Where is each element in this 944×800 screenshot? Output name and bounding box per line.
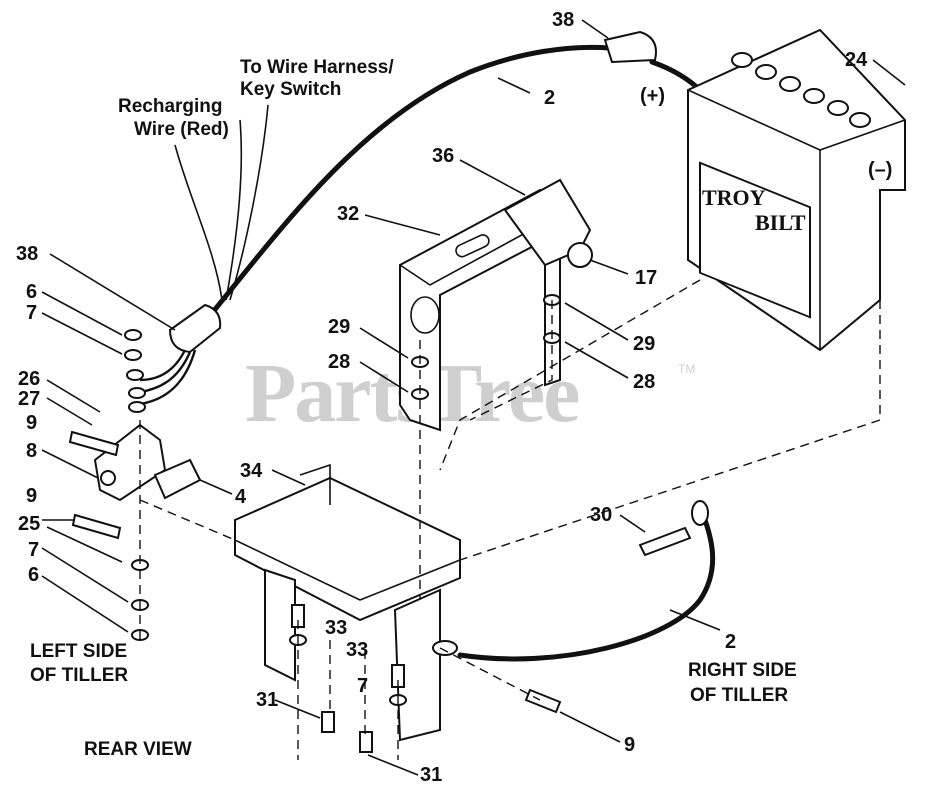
callout-25: 25 [18, 513, 41, 535]
caption-recharging: Recharging [118, 96, 223, 117]
caption-rear-view: REAR VIEW [84, 739, 192, 760]
callout-9-c: 9 [624, 734, 636, 756]
callout-27: 27 [18, 388, 41, 410]
harness-wire-3 [229, 104, 269, 301]
boot-38-top [603, 30, 657, 64]
callout-6-bot: 6 [28, 564, 40, 586]
callout-33-a: 33 [325, 617, 348, 639]
callout-26: 26 [18, 368, 41, 390]
leader-lines [41, 19, 906, 776]
watermark-tm: TM [678, 362, 696, 376]
callout-34: 34 [240, 460, 263, 482]
ring-wires [139, 349, 197, 406]
battery-bracket [399, 178, 593, 432]
callout-9-a: 9 [26, 412, 38, 434]
positive-terminal-label: (+) [640, 85, 665, 107]
base-plate [234, 463, 461, 742]
callout-2-top: 2 [544, 87, 556, 109]
callout-17: 17 [635, 267, 658, 289]
callout-38-top: 38 [552, 9, 575, 31]
callout-6-top: 6 [26, 281, 38, 303]
callout-24: 24 [845, 49, 868, 71]
battery-logo-bilt: BILT [755, 210, 806, 235]
callout-7-bot: 7 [357, 675, 369, 697]
caption-right-tiller: OF TILLER [690, 685, 789, 706]
positive-cable [205, 44, 613, 321]
callout-31-b: 31 [420, 764, 443, 786]
callout-29-left: 29 [328, 316, 351, 338]
callout-33-b: 33 [346, 639, 369, 661]
caption-left-side: LEFT SIDE [30, 641, 128, 662]
callout-29-right: 29 [633, 333, 656, 355]
battery: TROY BILT [687, 28, 906, 352]
caption-key-switch: Key Switch [240, 79, 342, 100]
caption-wire-red: Wire (Red) [134, 119, 229, 140]
callout-28-right: 28 [633, 371, 656, 393]
callout-8: 8 [26, 440, 38, 462]
callout-28-left: 28 [328, 351, 351, 373]
callout-7-top: 7 [26, 302, 38, 324]
caption-wire-harness: To Wire Harness/ [240, 57, 394, 78]
callout-7-mid: 7 [28, 539, 40, 561]
callout-2-bot: 2 [725, 631, 737, 653]
battery-logo-troy: TROY [702, 185, 766, 210]
caption-left-tiller: OF TILLER [30, 665, 129, 686]
caption-right-side: RIGHT SIDE [688, 660, 797, 681]
callout-31-a: 31 [256, 689, 279, 711]
harness-wire-1 [174, 144, 223, 301]
harness-wire-2 [225, 119, 243, 301]
callout-32: 32 [337, 203, 360, 225]
negative-terminal-label: (–) [868, 159, 893, 181]
callout-30: 30 [590, 504, 613, 526]
ground-cable [457, 517, 716, 662]
boot-38-left [168, 303, 222, 354]
callout-9-b: 9 [26, 485, 38, 507]
callout-36: 36 [432, 145, 455, 167]
callout-38-left: 38 [16, 243, 39, 265]
callout-4: 4 [235, 486, 247, 508]
